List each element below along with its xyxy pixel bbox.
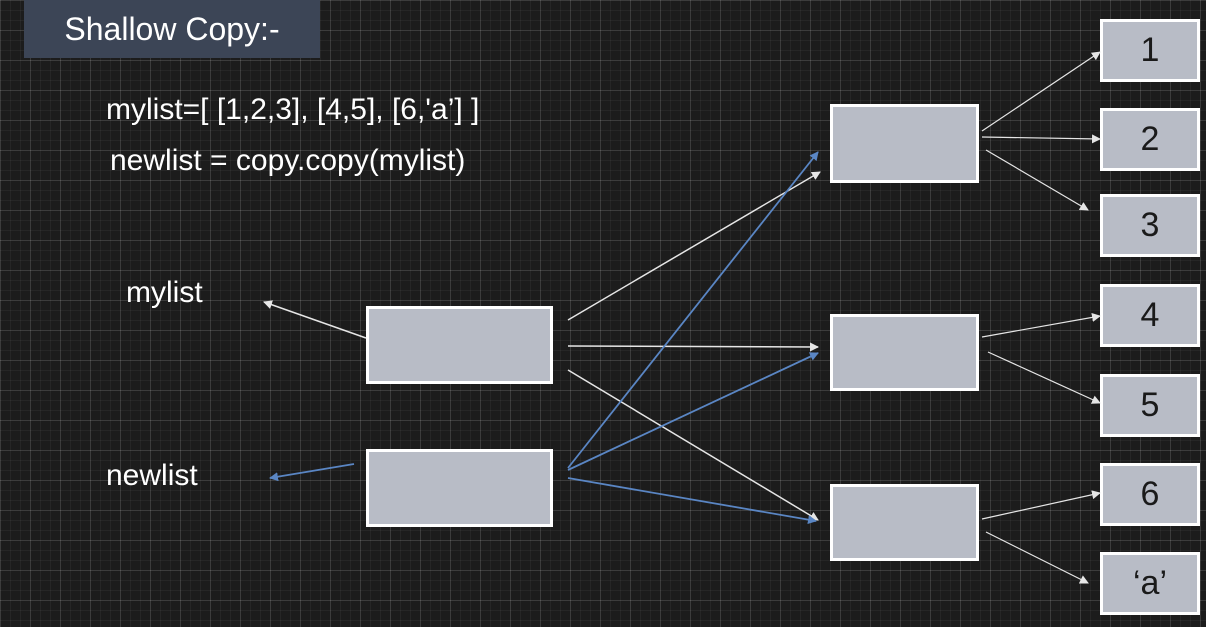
arrow-inner-3-to-value-a bbox=[985, 531, 1089, 584]
value-box-2: 2 bbox=[1100, 108, 1200, 171]
arrow-mylist-to-inner-2 bbox=[567, 342, 819, 352]
arrow-mylist-box-to-label bbox=[263, 300, 367, 339]
arrow-newlist-to-inner-2 bbox=[567, 352, 819, 471]
arrow-inner-1-to-value-3 bbox=[985, 149, 1089, 211]
inner-list-box-3 bbox=[830, 484, 979, 561]
arrow-inner-1-to-value-2 bbox=[981, 134, 1101, 144]
value-box-a: ‘a’ bbox=[1100, 552, 1200, 615]
mylist-object-box bbox=[366, 306, 553, 384]
value-box-5: 5 bbox=[1100, 374, 1200, 437]
code-line-mylist: mylist=[ [1,2,3], [4,5], [6,'a’] ] bbox=[106, 93, 480, 126]
arrow-newlist-box-to-label bbox=[269, 463, 355, 482]
value-box-1: 1 bbox=[1100, 19, 1200, 82]
slide-title: Shallow Copy:- bbox=[24, 0, 320, 58]
arrow-inner-1-to-value-1 bbox=[981, 51, 1101, 132]
code-line-newlist: newlist = copy.copy(mylist) bbox=[110, 144, 466, 177]
arrow-newlist-to-inner-3 bbox=[567, 477, 817, 525]
arrow-inner-2-to-value-4 bbox=[981, 312, 1101, 338]
value-box-6: 6 bbox=[1100, 463, 1200, 526]
inner-list-box-1 bbox=[830, 104, 979, 183]
value-box-3: 3 bbox=[1100, 194, 1200, 257]
newlist-object-box bbox=[366, 449, 553, 527]
arrow-newlist-to-inner-1 bbox=[567, 151, 819, 469]
arrow-mylist-to-inner-1 bbox=[567, 171, 821, 321]
arrow-inner-3-to-value-6 bbox=[981, 490, 1101, 520]
inner-list-box-2 bbox=[830, 314, 979, 391]
value-box-4: 4 bbox=[1100, 284, 1200, 347]
slide-title-text: Shallow Copy:- bbox=[64, 10, 280, 47]
label-mylist: mylist bbox=[126, 276, 203, 309]
arrow-mylist-to-inner-3 bbox=[567, 369, 819, 521]
label-newlist: newlist bbox=[106, 459, 198, 492]
arrow-inner-2-to-value-5 bbox=[987, 351, 1101, 404]
